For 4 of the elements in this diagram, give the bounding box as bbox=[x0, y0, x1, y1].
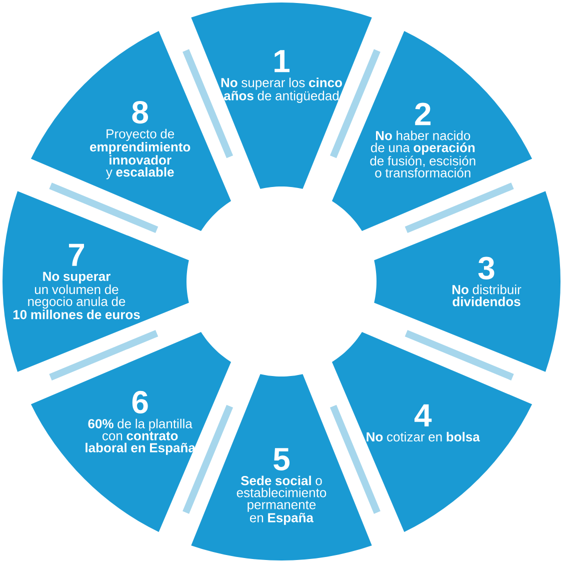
ring-segment: 3 No distribuir dividendos bbox=[374, 191, 560, 372]
ring-segment: 6 60% de la plantilla con contrato laboral en España bbox=[30, 332, 232, 532]
ring-segment: 7 No superar un volumen de negocio anula de 10 millones de euros bbox=[2, 191, 189, 372]
ring-segment: 4 No cotizar en bolsa bbox=[332, 332, 532, 532]
